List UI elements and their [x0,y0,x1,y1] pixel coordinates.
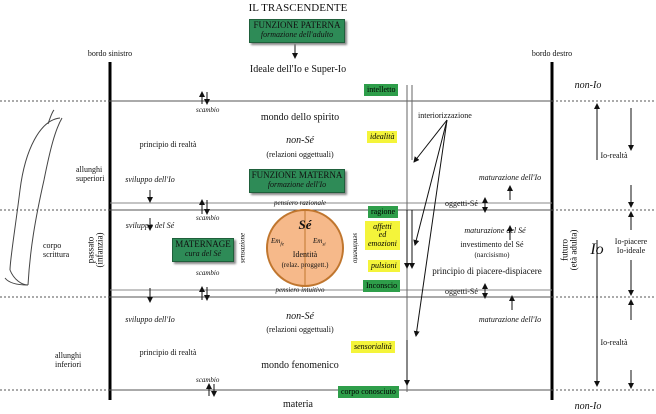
sentimento-label: sentimento [351,232,360,264]
funzione-materna-subtitle: formazione dell'Io [267,180,327,190]
non-se-bottom: non-Sé [286,311,314,322]
funzione-paterna-subtitle: formazione dell'adulto [260,30,334,40]
affetti-tag: affetti ed emozioni [365,221,400,251]
ragione-tag: ragione [368,206,398,218]
scambio-arrows [199,91,217,397]
sviluppo-io-top: sviluppo dell'Io [125,175,175,184]
scambio-label-3: scambio [196,269,220,277]
non-se-top: non-Sé [286,135,314,146]
investimento-label: investimento del Sé [460,240,524,249]
relaz-label: (relaz. proggett.) [281,261,329,269]
maturazione-io-bottom: maturazione dell'Io [478,315,542,324]
em-left: Emfe [271,237,284,248]
maternage-title: MATERNAGE [175,239,231,249]
non-io-bottom: non-Io [574,401,602,412]
sviluppo-se-label: sviluppo del Sé [125,221,175,230]
scambio-label-1: scambio [196,106,220,114]
mondo-spirito-label: mondo dello spirito [260,112,340,123]
materia-label: materia [283,399,313,410]
ideale-label: Ideale dell'Io e Super-Io [249,64,347,75]
funzione-paterna-box: FUNZIONE PATERNA formazione dell'adulto [249,19,345,43]
corpo-scrittura-label: corpo scrittura [43,241,70,259]
maternage-box: MATERNAGE cura del Sé [172,238,234,262]
maturazione-se-label: maturazione del Sé [464,226,526,235]
interiorizzazione-label: interiorizzazione [418,111,472,120]
narcisismo-label: (narcisismo) [474,251,510,259]
pensiero-intuitivo-label: pensiero intuitivo [275,286,325,294]
sviluppo-io-bottom: sviluppo dell'Io [125,315,175,324]
idealita-tag: idealità [367,131,398,144]
sensazione-label: sensazione [238,232,247,264]
page-title: IL TRASCENDENTE [248,2,348,14]
corpo-conosciuto-tag: corpo conosciuto [338,386,399,398]
scambio-label-2: scambio [196,214,220,222]
funzione-paterna-title: FUNZIONE PATERNA [253,20,341,30]
io-label: Io [590,241,604,258]
maturazione-io-top: maturazione dell'Io [478,173,542,182]
allunghi-inferiori-label: allunghi inferiori [55,351,82,369]
pensiero-razionale-label: pensiero razionale [273,199,327,207]
io-realta-top: Io-realtà [600,151,628,160]
principio-piacere-label: principio di piacere-dispiacere [432,266,542,276]
relazioni-oggettuali-top: (relazioni oggettuali) [266,150,334,159]
principio-realta-bottom: principio di realtà [139,348,197,357]
mondo-fenomenico-label: mondo fenomenico [261,360,339,371]
funzione-materna-box: FUNZIONE MATERNA formazione dell'Io [249,169,345,193]
horizontal-levels [0,100,656,391]
non-io-top: non-Io [574,80,602,91]
pen-stroke-drawing [4,109,63,286]
oggetti-se-bottom: oggetti-Sé [445,287,478,296]
maternage-subtitle: cura del Sé [185,249,221,259]
scambio-label-4: scambio [196,376,220,384]
futuro-label: futuro (età adulta) [559,229,579,271]
oggetti-se-top: oggetti-Sé [445,199,478,208]
em-right: Emsi [313,237,326,248]
io-realta-bottom: Io-realtà [600,338,628,347]
funzione-materna-title: FUNZIONE MATERNA [251,170,343,180]
sensorialita-tag: sensorialità [351,341,395,354]
se-circle-title: Sé [298,217,312,232]
identita-label: Identità [292,250,318,259]
inconscio-tag: Inconscio [363,280,401,292]
bordo-sinistro-label: bordo sinistro [87,49,133,58]
passato-label: passato (infanzia) [85,232,105,268]
allunghi-superiori-label: allunghi superiori [76,165,105,183]
pulsioni-tag: pulsioni [368,260,400,273]
intelletto-tag: intelletto [364,84,399,96]
relazioni-oggettuali-bottom: (relazioni oggettuali) [266,325,334,334]
principio-realta-top: principio di realtà [139,140,197,149]
bordo-destro-label: bordo destro [531,49,573,58]
io-piacere-label: Io-piacere Io-ideale [614,237,648,255]
